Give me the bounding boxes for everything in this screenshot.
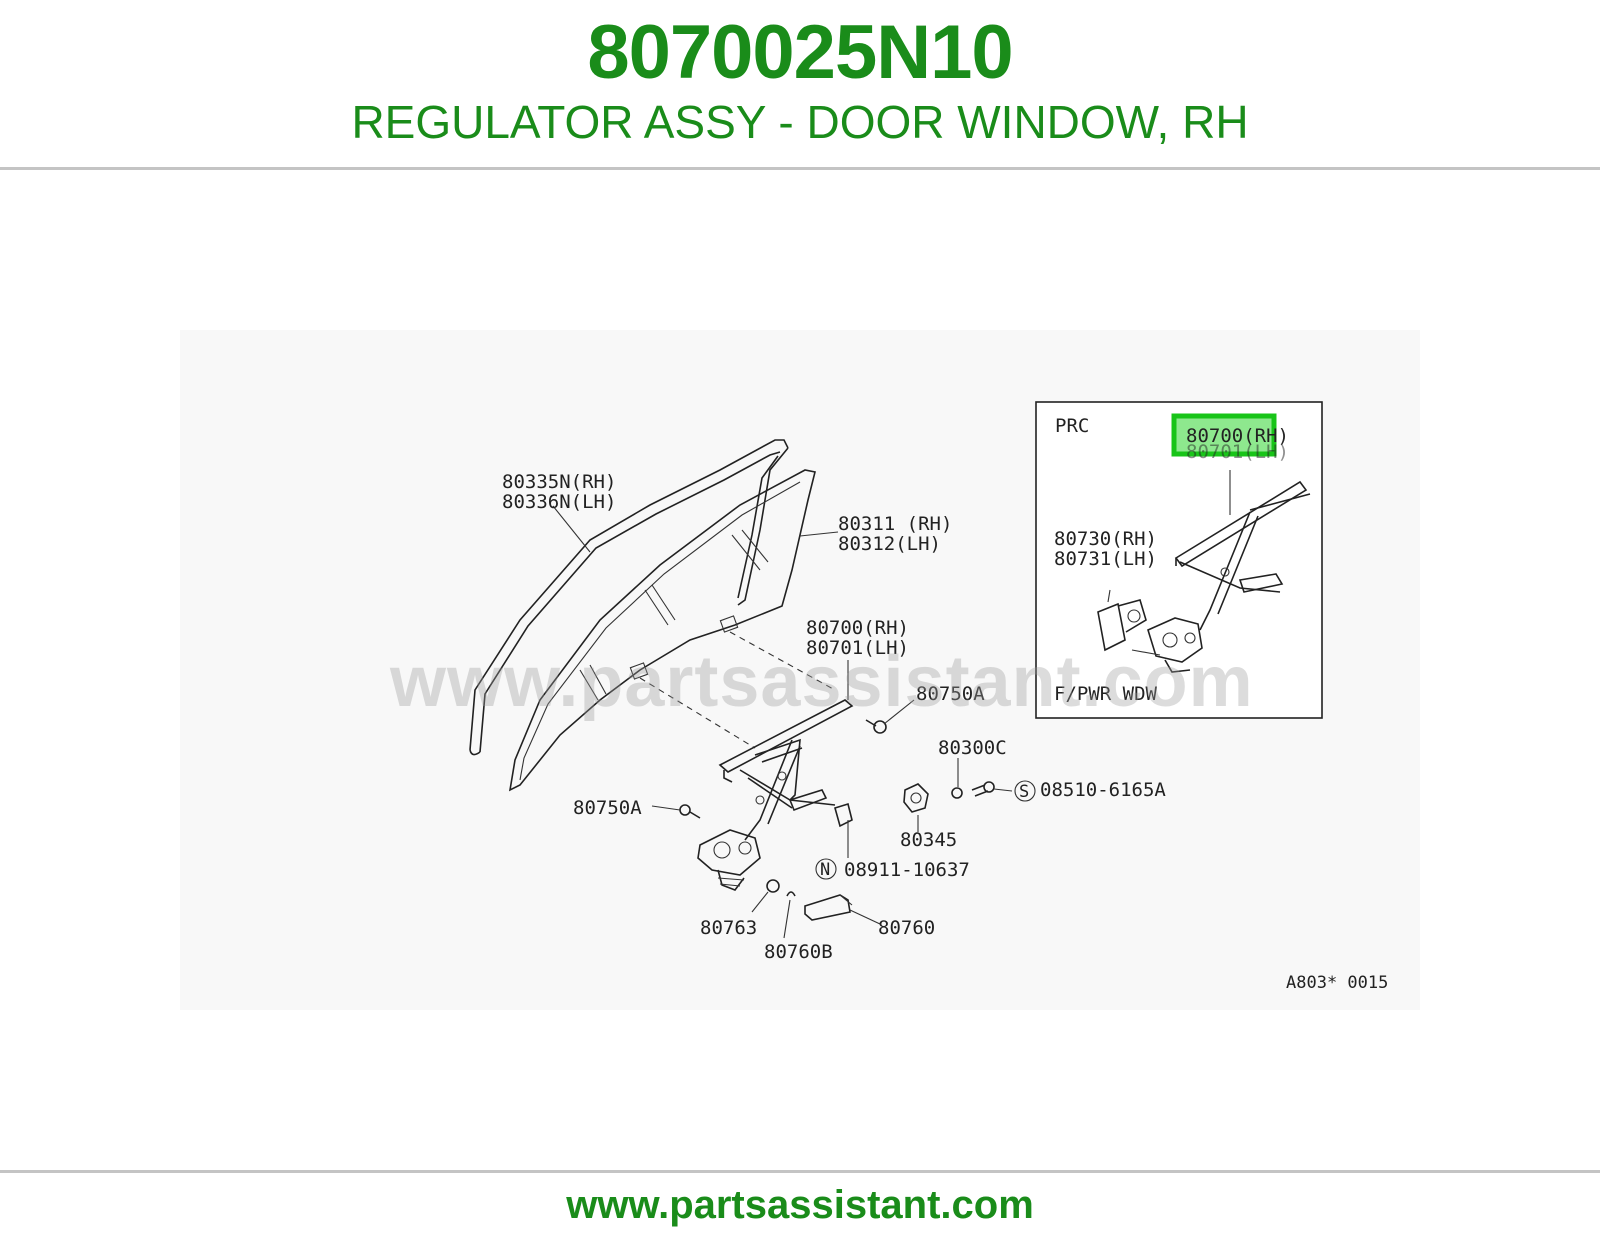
label-80700-rh: 80700(RH) (806, 617, 909, 639)
part-number: 8070025N10 (587, 10, 1013, 95)
label-80750a-left: 80750A (573, 797, 642, 819)
inset-tag: PRC (1055, 415, 1089, 437)
label-80335n-rh: 80335N(RH) (502, 471, 616, 493)
label-08911-10637: 08911-10637 (844, 859, 970, 881)
inset-label-80701-lh: 80701(LH) (1186, 441, 1289, 463)
circled-symbols: S N (815, 780, 1036, 880)
n-symbol: N (820, 860, 830, 880)
label-80763: 80763 (700, 917, 757, 939)
n-symbol-circle (815, 858, 837, 880)
label-80345: 80345 (900, 829, 957, 851)
footer-url[interactable]: www.partsassistant.com (566, 1183, 1034, 1227)
page-header: 8070025N10 REGULATOR ASSY - DOOR WINDOW,… (0, 0, 1600, 168)
label-80701-lh: 80701(LH) (806, 637, 909, 659)
small-parts-drawing (766, 781, 995, 921)
footer-divider (0, 1170, 1600, 1173)
inset-label-80731-lh: 80731(LH) (1054, 548, 1157, 570)
watermark: www.partsassistant.com (389, 642, 1254, 722)
label-80750a-right: 80750A (916, 683, 985, 705)
inset-caption: F/PWR WDW (1054, 683, 1158, 705)
diagram-code: A803* 0015 (1286, 973, 1388, 993)
label-08510-6165a: 08510-6165A (1040, 779, 1166, 801)
main-labels: 80335N(RH) 80336N(LH) 80311 (RH) 80312(L… (502, 471, 1388, 993)
label-80312-lh: 80312(LH) (838, 533, 941, 555)
label-80760: 80760 (878, 917, 935, 939)
label-80311-rh: 80311 (RH) (838, 513, 952, 535)
header-divider (0, 167, 1600, 170)
label-80336n-lh: 80336N(LH) (502, 491, 616, 513)
label-80300c: 80300C (938, 737, 1007, 759)
s-symbol: S (1019, 782, 1029, 802)
part-title: REGULATOR ASSY - DOOR WINDOW, RH (351, 96, 1249, 148)
inset-label-80730-rh: 80730(RH) (1054, 528, 1157, 550)
door-glass-drawing (508, 469, 816, 792)
label-80760b: 80760B (764, 941, 833, 963)
regulator-drawing (679, 699, 887, 891)
assembly-guide-lines (639, 631, 836, 749)
leader-lines (552, 505, 1013, 939)
inset-label-80700-rh: 80700(RH) (1186, 425, 1289, 447)
inset-panel: PRC 80700(RH) 80701(LH) 80730(RH) 80731(… (1035, 401, 1323, 719)
s-symbol-circle (1014, 780, 1036, 802)
highlight-box (1171, 413, 1277, 457)
